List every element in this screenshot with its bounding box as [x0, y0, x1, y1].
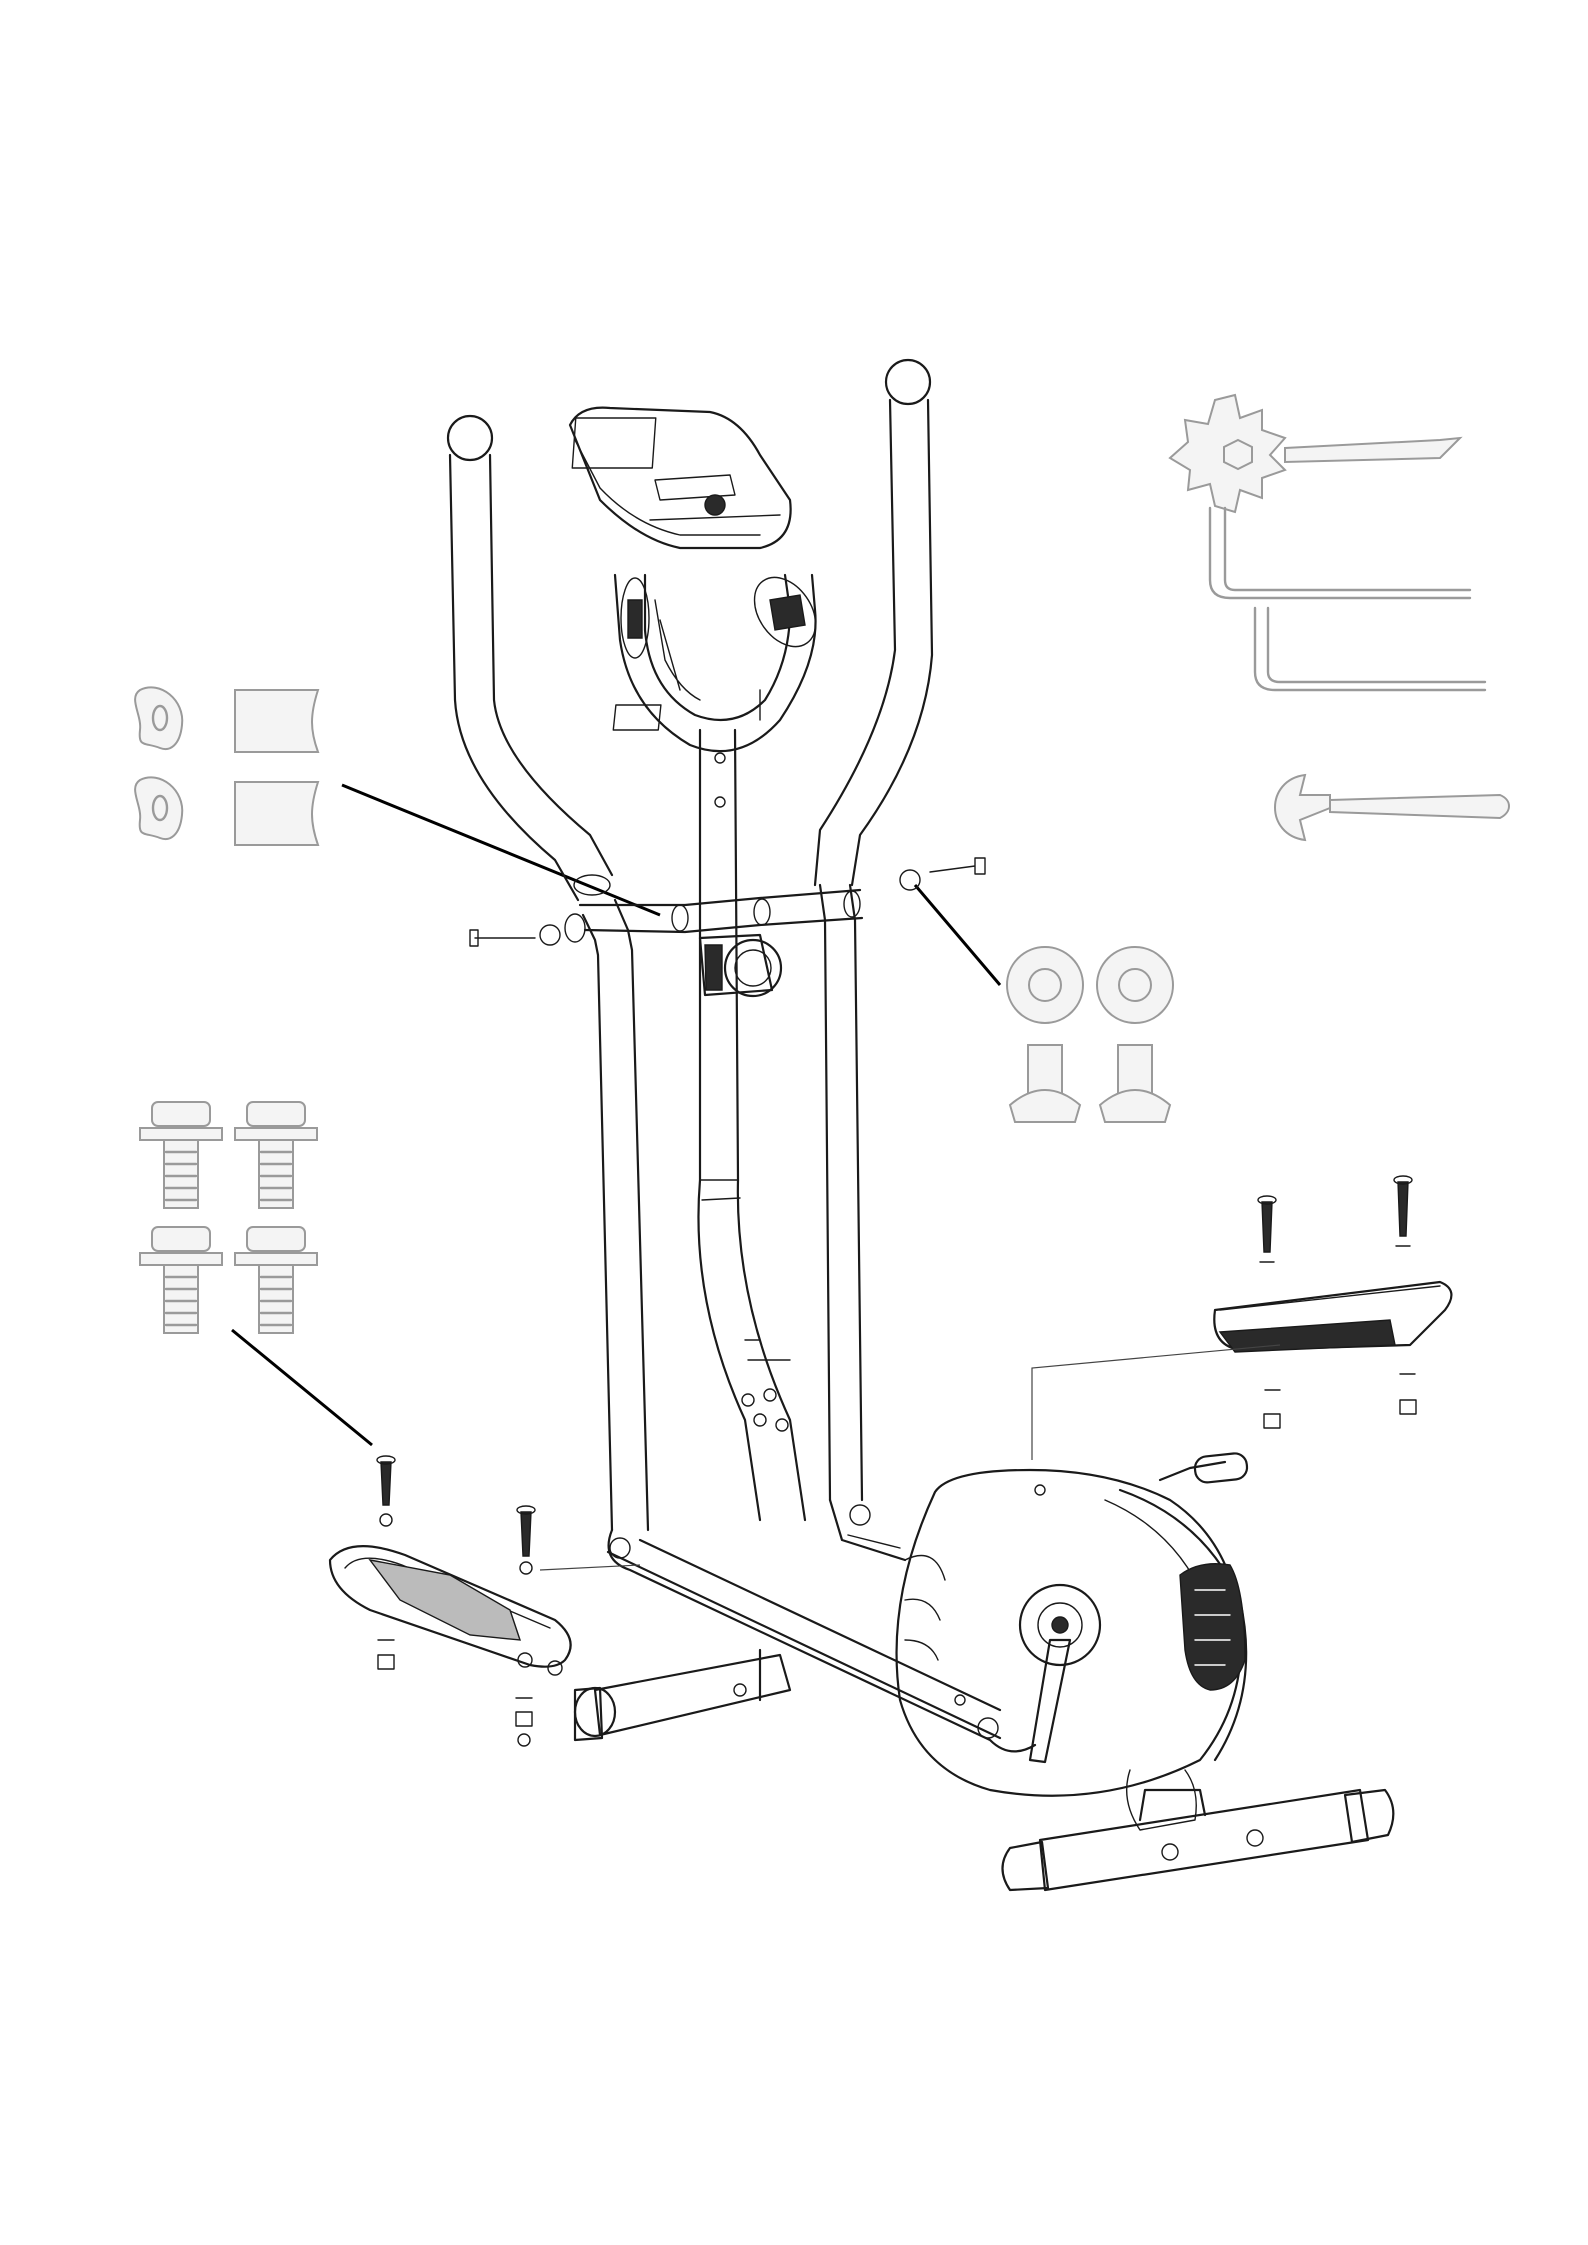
button-bolt-icon: [1010, 1045, 1080, 1122]
flange-bolt-icon: [140, 1102, 222, 1208]
curved-cap-icon: [135, 687, 182, 749]
sleeve-icon: [235, 690, 318, 752]
handlebar-caps-and-sleeves: [135, 687, 318, 845]
pedal-bolts: [140, 1102, 317, 1333]
rear-tension-arm: [1160, 1452, 1248, 1483]
washer: [900, 870, 920, 890]
bolt: [930, 858, 985, 874]
leader-line-washer: [915, 885, 1000, 985]
right-pedal: [1214, 1282, 1451, 1352]
guide-line-right-pedal: [1032, 1345, 1280, 1460]
left-handlebar: [448, 416, 648, 1530]
console-knob: [705, 495, 725, 515]
allen-key-icon: [1210, 508, 1470, 598]
flange-bolt-icon: [235, 1102, 317, 1208]
flywheel-housing: [897, 1470, 1247, 1830]
open-wrench-icon: [1275, 775, 1509, 840]
multi-spanner-icon: [1170, 395, 1460, 512]
flange-bolt-icon: [235, 1227, 317, 1333]
side-vent: [1180, 1564, 1245, 1690]
washer: [540, 925, 560, 945]
tools: [1170, 395, 1509, 840]
right-handlebar: [815, 360, 932, 1500]
bolt: [470, 930, 535, 946]
handle-bracket: [613, 705, 661, 730]
handlebar-crossbar: [470, 858, 985, 946]
sleeve-icon: [235, 782, 318, 845]
handlebar-washers-and-bolts: [1007, 947, 1173, 1122]
handlebar-end-knob: [886, 360, 930, 404]
rear-stabilizer: [1003, 1790, 1394, 1890]
central-mast: [698, 730, 805, 1520]
flange-bolt-icon: [140, 1227, 222, 1333]
right-lower-arm: [820, 885, 830, 1500]
pedal-linkage: [608, 1500, 1035, 1751]
pulse-handle: [613, 566, 828, 751]
left-pedal: [330, 1546, 571, 1675]
left-lower-arm: [583, 915, 612, 1530]
button-bolt-icon: [1100, 1045, 1170, 1122]
console: [570, 408, 791, 548]
handlebar-end-knob: [448, 416, 492, 460]
leader-line-pedal-bolt: [232, 1330, 372, 1445]
tension-knob: [725, 940, 781, 996]
allen-key-icon: [1255, 608, 1485, 690]
curved-cap-icon: [135, 777, 182, 839]
front-stabilizer: [575, 1650, 790, 1740]
rear-end-cap: [1345, 1790, 1393, 1842]
